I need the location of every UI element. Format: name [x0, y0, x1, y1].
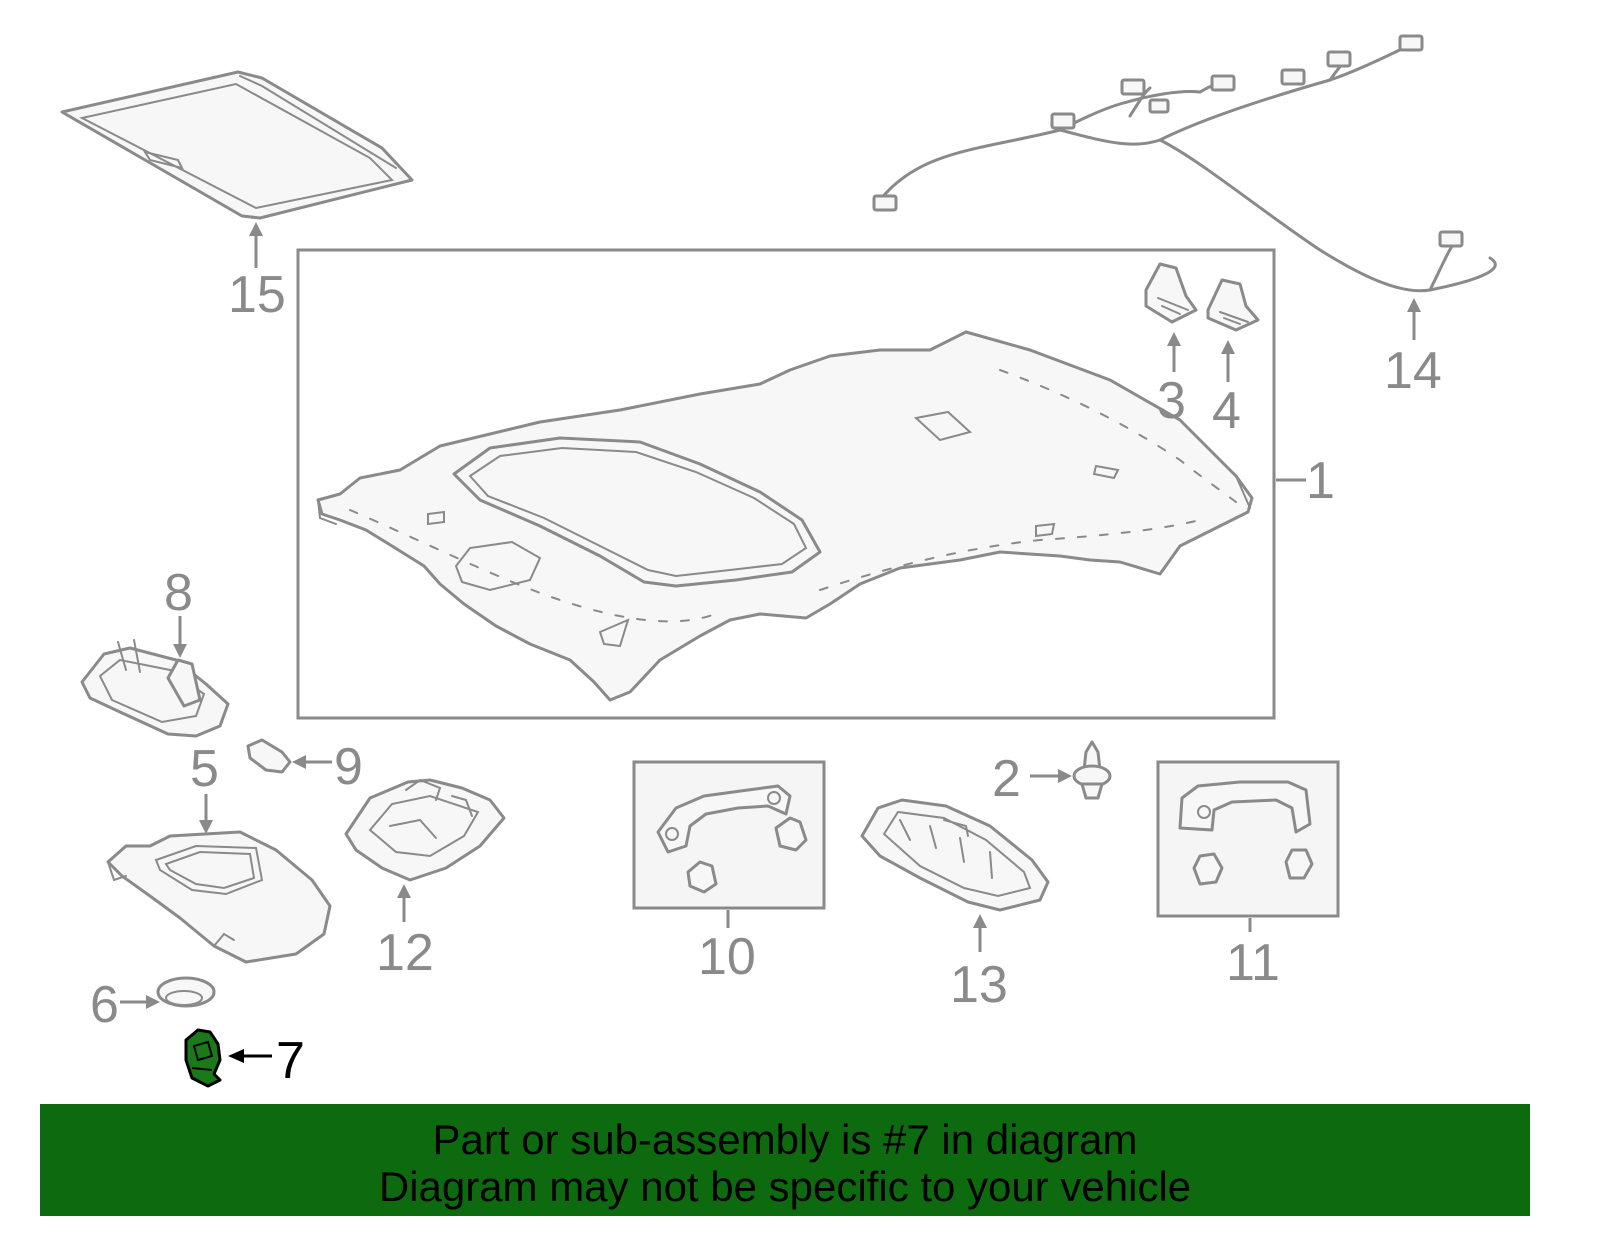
callout-11[interactable]: 11: [1226, 934, 1280, 992]
callout-1[interactable]: 1: [1306, 452, 1335, 510]
callout-10[interactable]: 10: [698, 928, 756, 986]
part-6-cap[interactable]: [156, 976, 216, 1008]
arrow-6: [120, 995, 160, 1009]
callout-15[interactable]: 15: [228, 266, 286, 324]
callout-8[interactable]: 8: [164, 564, 193, 622]
banner-line-part: Part or sub-assembly is #7 in diagram: [432, 1116, 1138, 1163]
callout-9[interactable]: 9: [334, 738, 363, 796]
callout-2[interactable]: 2: [992, 750, 1021, 808]
part-1-headliner[interactable]: [316, 330, 1254, 702]
banner-line-disclaimer: Diagram may not be specific to your vehi…: [378, 1163, 1192, 1210]
arrow-2: [1030, 769, 1072, 783]
part-8-lamp-housing[interactable]: [80, 639, 230, 738]
callout-4[interactable]: 4: [1212, 382, 1241, 440]
callout-7[interactable]: 7: [276, 1032, 305, 1090]
callout-12[interactable]: 12: [376, 924, 434, 982]
part-2-push-clip[interactable]: [1072, 740, 1112, 800]
callout-13[interactable]: 13: [950, 956, 1008, 1014]
arrow-14: [1407, 298, 1421, 340]
info-banner: Part or sub-assembly is #7 in diagram Di…: [40, 1104, 1530, 1216]
arrow-12: [397, 884, 411, 922]
arrow-9: [292, 755, 332, 769]
arrow-5: [199, 794, 213, 834]
part-10-assist-grip[interactable]: [656, 784, 808, 894]
arrow-15: [249, 222, 263, 268]
part-15-sunshade[interactable]: [60, 70, 414, 220]
part-3-clip[interactable]: [1144, 262, 1198, 324]
callout-6[interactable]: 6: [90, 976, 119, 1034]
part-7-visor-holder[interactable]: [184, 1028, 222, 1088]
arrow-8: [173, 616, 187, 658]
arrow-3: [1167, 332, 1181, 372]
callout-3[interactable]: 3: [1157, 372, 1186, 430]
part-11-assist-grip[interactable]: [1178, 780, 1314, 886]
arrow-4: [1221, 340, 1235, 382]
arrow-13: [973, 914, 987, 952]
callout-14[interactable]: 14: [1384, 342, 1442, 400]
part-5-sun-visor[interactable]: [106, 830, 332, 964]
part-14-wire-harness[interactable]: [872, 34, 1497, 293]
callout-5[interactable]: 5: [190, 740, 219, 798]
headliner-frame: [296, 248, 1276, 720]
part-12-map-lamp[interactable]: [344, 778, 506, 882]
arrow-7: [228, 1049, 272, 1063]
part-4-clip[interactable]: [1206, 278, 1260, 332]
part-13-dome-lamp[interactable]: [860, 798, 1050, 912]
part-9-bulb[interactable]: [246, 738, 292, 774]
